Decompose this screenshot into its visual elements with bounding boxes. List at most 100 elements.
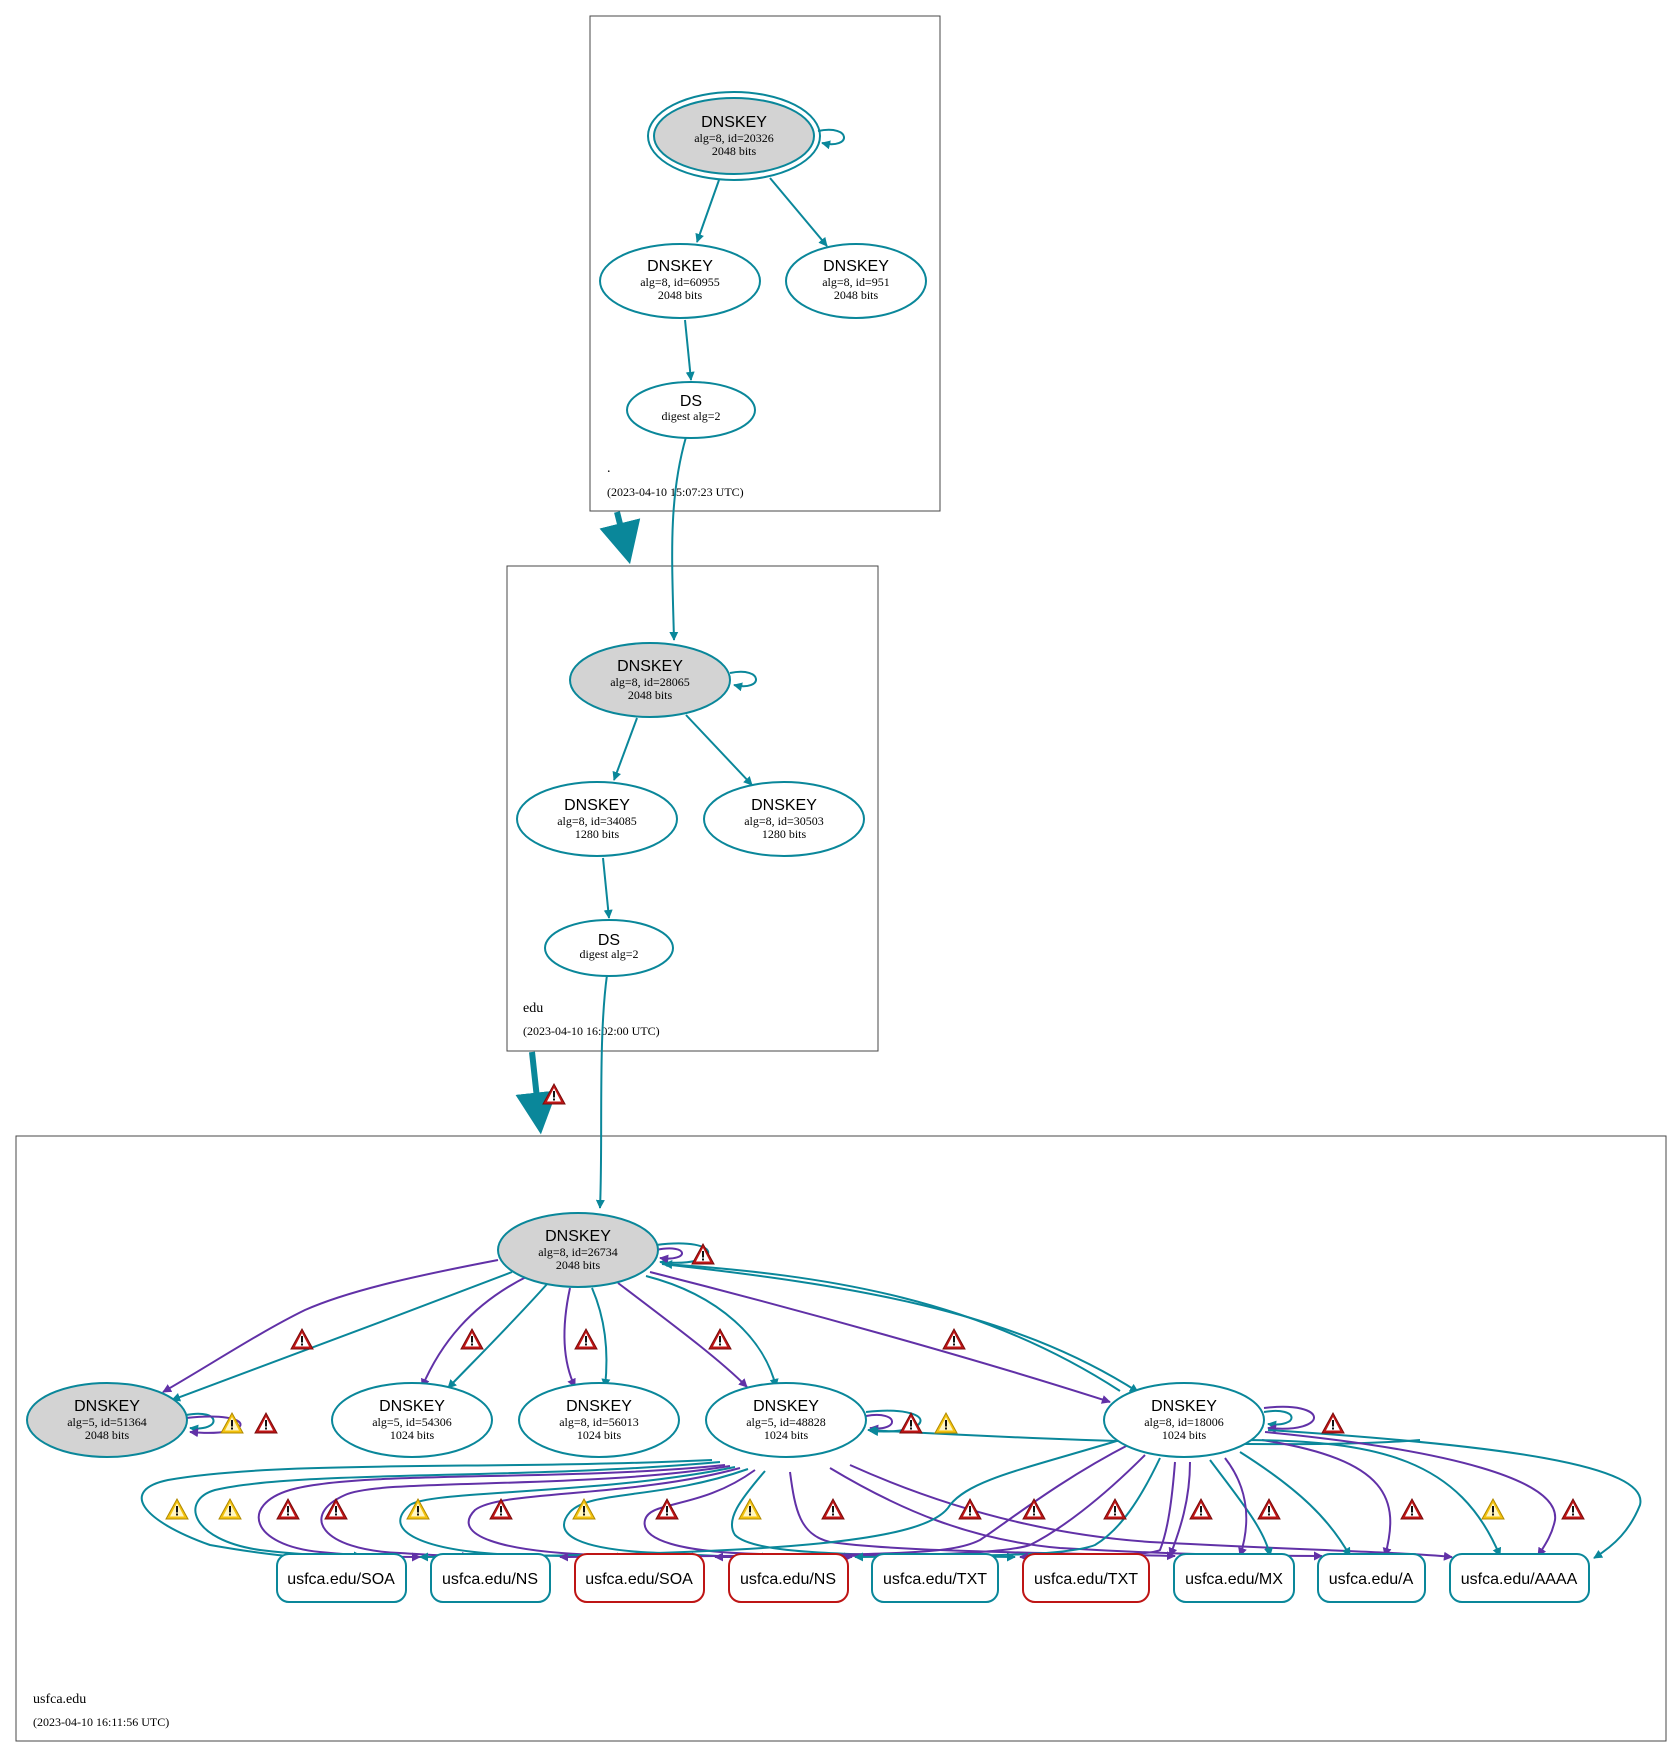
node-title: DS	[680, 393, 702, 410]
edge-k18006-self-purple	[1263, 1405, 1315, 1434]
edge-usf-ksk-k51364-purple	[162, 1259, 499, 1393]
delegation-root-to-edu	[599, 511, 641, 565]
node-key-info: alg=8, id=28065	[610, 675, 690, 689]
rrset-label: usfca.edu/TXT	[883, 1571, 987, 1588]
dnskey-node-usfca-51364[interactable]: DNSKEY alg=5, id=51364 2048 bits	[26, 1382, 188, 1458]
node-title: DNSKEY	[564, 797, 630, 814]
dnskey-node-root-zsk-60955[interactable]: DNSKEY alg=8, id=60955 2048 bits	[599, 243, 761, 319]
error-triangle-icon[interactable]	[574, 1328, 598, 1350]
rrset-label: usfca.edu/A	[1329, 1571, 1414, 1588]
ds-node-edu[interactable]: DS digest alg=2	[544, 919, 674, 977]
node-title: DNSKEY	[74, 1398, 140, 1415]
rrset-usfca-a[interactable]: usfca.edu/A	[1317, 1553, 1426, 1603]
ds-node-root[interactable]: DS digest alg=2	[626, 381, 756, 439]
edge-edu-zsk1-ds	[602, 857, 613, 919]
rrset-usfca-txt-bogus[interactable]: usfca.edu/TXT	[1022, 1553, 1150, 1603]
node-key-size: 1024 bits	[764, 1428, 809, 1442]
zone-edu: edu (2023-04-10 16:02:00 UTC)	[506, 565, 879, 1052]
error-triangle-icon[interactable]	[1321, 1412, 1345, 1434]
error-triangle-icon[interactable]	[1189, 1498, 1213, 1520]
edge-usf-ksk-k18006-teal	[661, 1263, 1139, 1393]
edge-k48828-aaaa-purple	[849, 1464, 1453, 1561]
warning-triangle-icon[interactable]	[1481, 1498, 1505, 1520]
zone-edu-timestamp: (2023-04-10 16:02:00 UTC)	[523, 1024, 660, 1038]
node-key-size: 2048 bits	[628, 688, 673, 702]
node-key-info: alg=8, id=30503	[744, 814, 824, 828]
rrset-usfca-aaaa[interactable]: usfca.edu/AAAA	[1449, 1553, 1590, 1603]
rrset-label: usfca.edu/NS	[442, 1571, 538, 1588]
rrset-usfca-ns-secure[interactable]: usfca.edu/NS	[430, 1553, 551, 1603]
rrset-usfca-soa-secure[interactable]: usfca.edu/SOA	[276, 1553, 407, 1603]
node-key-size: 1280 bits	[762, 827, 807, 841]
error-triangle-icon[interactable]	[942, 1328, 966, 1350]
dnskey-node-usfca-48828[interactable]: DNSKEY alg=5, id=48828 1024 bits	[705, 1382, 867, 1458]
error-triangle-icon[interactable]	[324, 1498, 348, 1520]
error-triangle-icon[interactable]	[958, 1498, 982, 1520]
error-triangle-icon[interactable]	[460, 1328, 484, 1350]
dnskey-node-usfca-56013[interactable]: DNSKEY alg=8, id=56013 1024 bits	[518, 1382, 680, 1458]
warning-triangle-icon[interactable]	[572, 1498, 596, 1520]
error-triangle-icon[interactable]	[1022, 1498, 1046, 1520]
rrset-usfca-ns-bogus[interactable]: usfca.edu/NS	[728, 1553, 849, 1603]
dnskey-node-usfca-18006[interactable]: DNSKEY alg=8, id=18006 1024 bits	[1103, 1382, 1265, 1458]
dnskey-node-edu-zsk-34085[interactable]: DNSKEY alg=8, id=34085 1280 bits	[516, 781, 678, 857]
edge-edu-ds-usf-ksk	[595, 974, 608, 1209]
error-triangle-icon[interactable]	[1103, 1498, 1127, 1520]
node-digest: digest alg=2	[579, 947, 638, 961]
node-key-size: 2048 bits	[658, 288, 703, 302]
zone-usfca: usfca.edu (2023-04-10 16:11:56 UTC)	[15, 1135, 1667, 1742]
error-triangle-icon[interactable]	[821, 1498, 845, 1520]
error-triangle-icon[interactable]	[542, 1083, 566, 1105]
warning-triangle-icon[interactable]	[165, 1498, 189, 1520]
node-key-size: 1024 bits	[390, 1428, 435, 1442]
dnskey-node-usfca-ksk[interactable]: DNSKEY alg=8, id=26734 2048 bits	[497, 1212, 659, 1288]
node-key-info: alg=8, id=56013	[559, 1415, 639, 1429]
error-triangle-icon[interactable]	[1257, 1498, 1281, 1520]
dnskey-node-edu-zsk-30503[interactable]: DNSKEY alg=8, id=30503 1280 bits	[703, 781, 865, 857]
node-key-info: alg=8, id=34085	[557, 814, 637, 828]
node-key-size: 2048 bits	[556, 1258, 601, 1272]
node-title: DNSKEY	[545, 1228, 611, 1245]
edge-edu-ksk-self	[729, 670, 757, 692]
dnskey-node-usfca-54306[interactable]: DNSKEY alg=5, id=54306 1024 bits	[331, 1382, 493, 1458]
error-triangle-icon[interactable]	[290, 1328, 314, 1350]
node-key-size: 1280 bits	[575, 827, 620, 841]
dnskey-node-edu-ksk[interactable]: DNSKEY alg=8, id=28065 2048 bits	[569, 642, 731, 718]
rrset-label: usfca.edu/SOA	[287, 1571, 395, 1588]
warning-triangle-icon[interactable]	[934, 1412, 958, 1434]
zone-root-name: .	[607, 461, 611, 476]
edge-usf-ksk-k54306-teal	[447, 1282, 549, 1389]
edge-usf-k18006-ksk-teal	[663, 1260, 1121, 1392]
rrset-usfca-mx[interactable]: usfca.edu/MX	[1173, 1553, 1295, 1603]
dnskey-node-root-zsk-951[interactable]: DNSKEY alg=8, id=951 2048 bits	[785, 243, 927, 319]
rrset-label: usfca.edu/NS	[740, 1571, 836, 1588]
edge-k48828-self-purple	[865, 1413, 893, 1434]
error-triangle-icon[interactable]	[276, 1498, 300, 1520]
edge-root-zsk1-ds	[684, 319, 695, 381]
dnskey-node-root-ksk[interactable]: DNSKEY alg=8, id=20326 2048 bits	[647, 91, 821, 181]
edge-k18006-txt2-purple	[1168, 1461, 1191, 1557]
edge-k18006-a-teal	[1239, 1451, 1351, 1557]
error-triangle-icon[interactable]	[1400, 1498, 1424, 1520]
rrset-usfca-soa-bogus[interactable]: usfca.edu/SOA	[574, 1553, 705, 1603]
rrset-usfca-txt-secure[interactable]: usfca.edu/TXT	[871, 1553, 999, 1603]
edge-usf-ksk-k48828-teal	[645, 1275, 779, 1388]
error-triangle-icon[interactable]	[691, 1243, 715, 1265]
error-triangle-icon[interactable]	[254, 1412, 278, 1434]
edge-usf-ksk-k56013-purple	[563, 1287, 576, 1388]
node-title: DNSKEY	[823, 258, 889, 275]
error-triangle-icon[interactable]	[1561, 1498, 1585, 1520]
error-triangle-icon[interactable]	[708, 1328, 732, 1350]
zone-usfca-timestamp: (2023-04-10 16:11:56 UTC)	[33, 1715, 169, 1729]
node-key-info: alg=5, id=54306	[372, 1415, 452, 1429]
edge-usf-ksk-k18006-purple	[649, 1271, 1111, 1404]
warning-triangle-icon[interactable]	[738, 1498, 762, 1520]
warning-triangle-icon[interactable]	[218, 1498, 242, 1520]
delegation-edu-to-usfca	[515, 1051, 558, 1135]
node-key-size: 1024 bits	[1162, 1428, 1207, 1442]
node-title: DNSKEY	[379, 1398, 445, 1415]
rrset-label: usfca.edu/SOA	[585, 1571, 693, 1588]
edge-usf-ksk-k56013-teal	[591, 1287, 611, 1388]
warning-triangle-icon[interactable]	[406, 1498, 430, 1520]
